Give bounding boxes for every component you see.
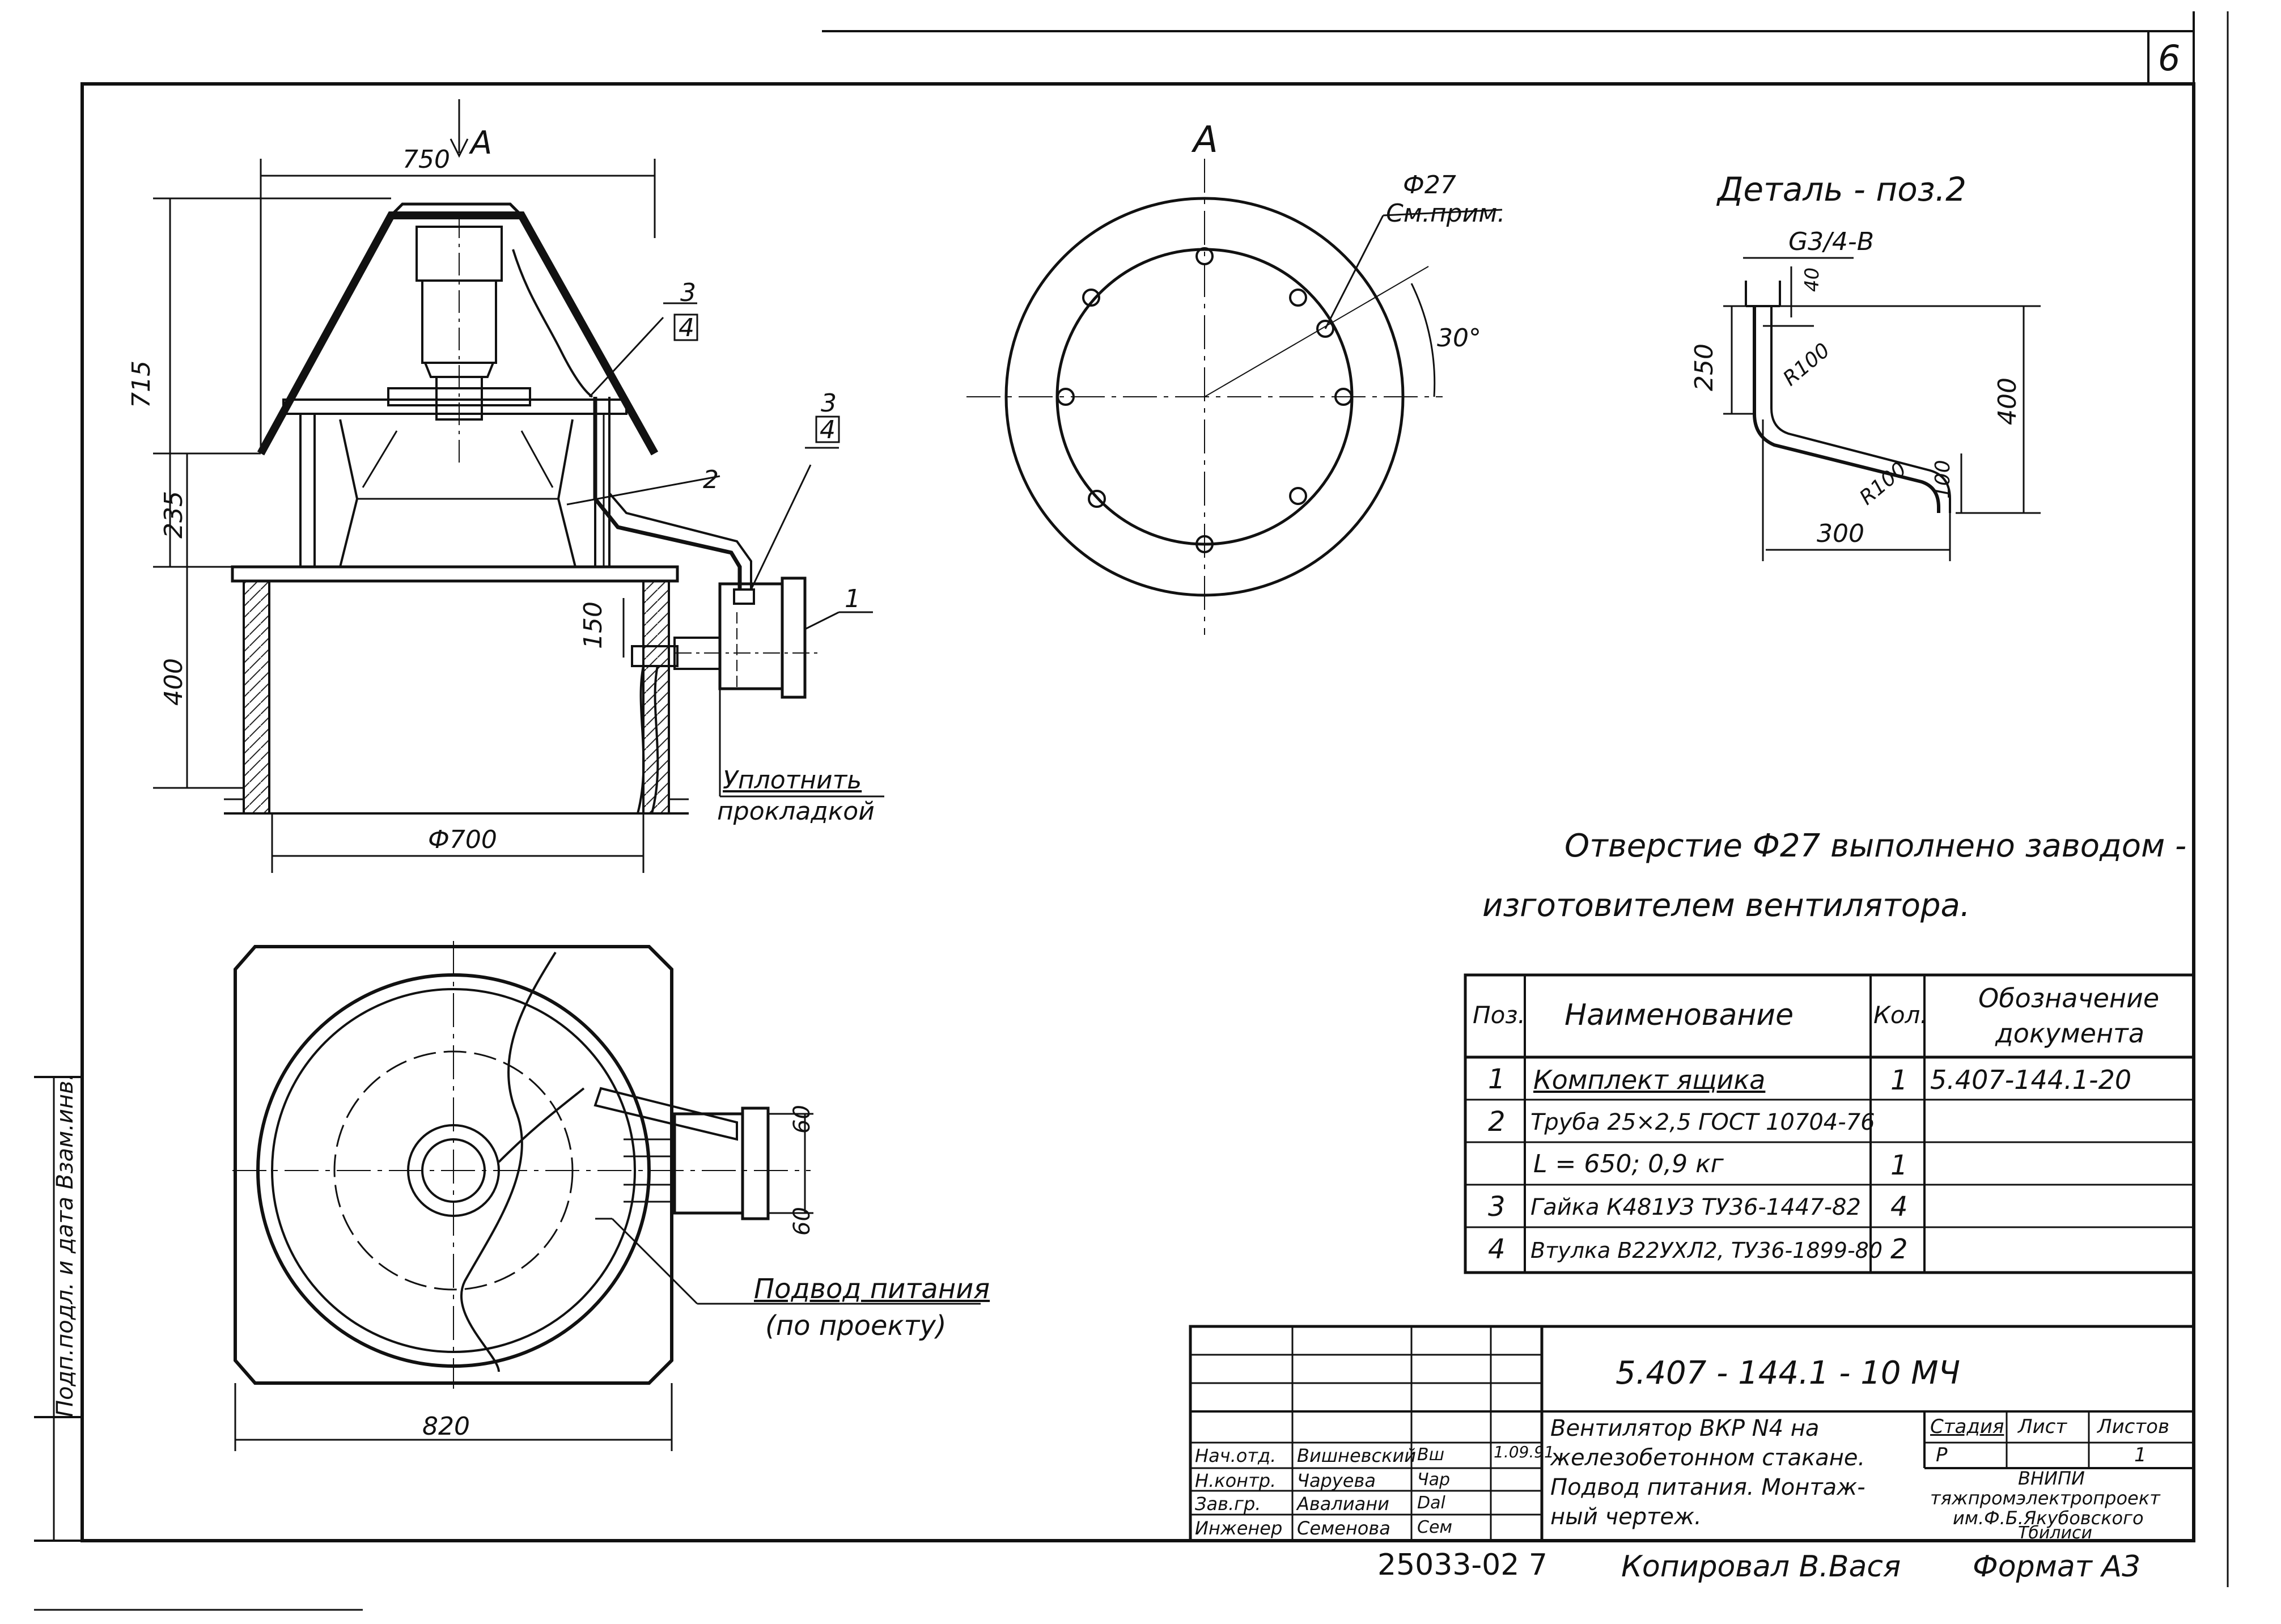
spec-row-1-name: Комплект ящика [1533,1065,1766,1095]
sign-name-1: Вишневский [1297,1445,1417,1466]
sheet-frame [34,11,2229,1611]
detail-dim-300: 300 [1817,519,1864,548]
spec-row-1-pos: 1 [1488,1063,1506,1095]
callout-pos4b: 4 [820,415,836,444]
sheet-label: Лист [2018,1415,2067,1438]
sheet-number: 6 [2158,37,2181,79]
callout-pos2: 2 [703,465,719,494]
callout-pos3a: 3 [680,278,696,307]
sign-role-2: Н.контр. [1195,1470,1277,1491]
sign-role-4: Инженер [1195,1517,1283,1539]
plan-dim-bottom: 60 [789,1207,815,1236]
sheets-label: Листов [2097,1415,2170,1438]
sign-mark-4: Сем [1417,1517,1453,1537]
detail-dim-100: 100 [1931,460,1954,499]
spec-row-4-name: Гайка К481УЗ ТУ36-1447-82 [1530,1194,1861,1220]
plan-view [232,941,981,1451]
spec-row-1-qty: 1 [1890,1065,1908,1096]
spec-row-5-pos: 4 [1488,1233,1506,1265]
sign-mark-2: Чар [1417,1470,1450,1490]
org-line-1: ВНИПИ [2018,1468,2085,1489]
callout-pos4a: 4 [679,313,694,342]
dim-width-top: 750 [402,145,450,174]
org-line-4: Тбилиси [2018,1523,2092,1543]
spec-row-4-qty: 4 [1890,1191,1908,1223]
org-line-3: им.Ф.Б.Якубовского [1953,1507,2144,1529]
detail-dim-40: 40 [1801,267,1824,292]
sign-mark-1: Вш [1417,1445,1445,1465]
title-line-2: железобетонном стакане. [1550,1445,1865,1471]
title-line-4: ный чертеж. [1550,1504,1702,1530]
stage-value: Р [1936,1444,1948,1466]
org-line-2: тяжпромэлектропроект [1930,1487,2160,1509]
detail-dim-250: 250 [1690,344,1719,391]
plan-dim-top: 60 [789,1105,815,1134]
seal-note-line2: прокладкой [717,797,875,826]
spec-row-1-doc: 5.407-144.1-20 [1930,1065,2132,1095]
spec-row-2-name: Труба 25×2,5 ГОСТ 10704-76 [1530,1109,1875,1135]
stage-label: Стадия [1930,1415,2004,1438]
view-a-angle: 30° [1437,324,1481,353]
view-a [966,159,1503,635]
spec-row-2-pos: 2 [1488,1106,1506,1138]
sign-role-1: Нач.отд. [1195,1445,1277,1466]
detail-pos2 [1723,257,2041,561]
dim-height-upper: 235 [159,491,188,538]
title-block-grid [1189,1325,2195,1542]
power-note-line2: (по проекту) [765,1310,947,1342]
dim-height-lower: 400 [159,658,188,706]
callout-pos1: 1 [845,584,860,613]
sign-role-3: Зав.гр. [1195,1493,1261,1515]
seal-note-line1: Уплотнить [723,766,862,795]
arrow-a-label: A [470,125,493,162]
spec-header-name: Наименование [1565,998,1794,1032]
title-line-3: Подвод питания. Монтаж- [1550,1474,1865,1500]
dim-height-total: 715 [127,361,156,408]
front-dimensions [153,99,884,873]
main-note-line2: изготовителем вентилятора. [1482,887,1970,924]
spec-row-3-name: L = 650; 0,9 кг [1533,1150,1724,1178]
spec-header-pos: Поз. [1473,1001,1525,1029]
sign-name-2: Чаруева [1297,1470,1376,1491]
format-label: Формат А3 [1973,1550,2141,1584]
spec-header-qty: Кол. [1873,1001,1928,1029]
spec-header-doc-1: Обозначение [1978,983,2160,1014]
spec-row-5-qty: 2 [1890,1233,1908,1265]
spec-row-4-pos: 3 [1488,1191,1506,1223]
callout-pos3b: 3 [821,389,837,418]
spec-row-5-name: Втулка В22УХЛ2, ТУ36-1899-80 [1530,1238,1883,1263]
view-a-hole: Ф27 [1403,171,1456,200]
view-a-hole-note: См.прим. [1386,199,1506,228]
spec-table-grid [1464,973,2195,1274]
spec-row-3-qty: 1 [1890,1150,1908,1181]
front-elevation [224,202,822,815]
spec-header-doc-2: документа [1995,1018,2145,1049]
side-stamp: Подп.подл. и дата Взам.инв. [52,1074,78,1417]
dim-height-side: 150 [579,601,608,649]
dim-diam-base: Ф700 [428,825,497,854]
sign-mark-3: Dal [1417,1493,1445,1513]
detail-thread: G3/4-B [1788,227,1874,256]
bottom-number: 25033-02 7 [1377,1548,1547,1582]
document-code: 5.407 - 144.1 - 10 МЧ [1616,1355,1961,1392]
title-line-1: Вентилятор ВКР N4 на [1550,1415,1820,1441]
detail-title: Деталь - поз.2 [1718,170,1966,209]
copied-by: Копировал В.Вася [1621,1550,1901,1584]
main-note-line1: Отверстие Ф27 выполнено заводом - [1565,828,2187,864]
sign-name-3: Авалиани [1297,1493,1389,1515]
plan-dim-width: 820 [422,1412,470,1441]
view-a-label: A [1193,119,1218,161]
signature-date: 1.09.91 [1494,1443,1554,1461]
callout-boxes [673,313,840,443]
detail-dim-400: 400 [1993,378,2022,425]
sign-name-4: Семенова [1297,1517,1390,1539]
power-note-line1: Подвод питания [754,1273,990,1305]
sheets-value: 1 [2134,1444,2147,1466]
